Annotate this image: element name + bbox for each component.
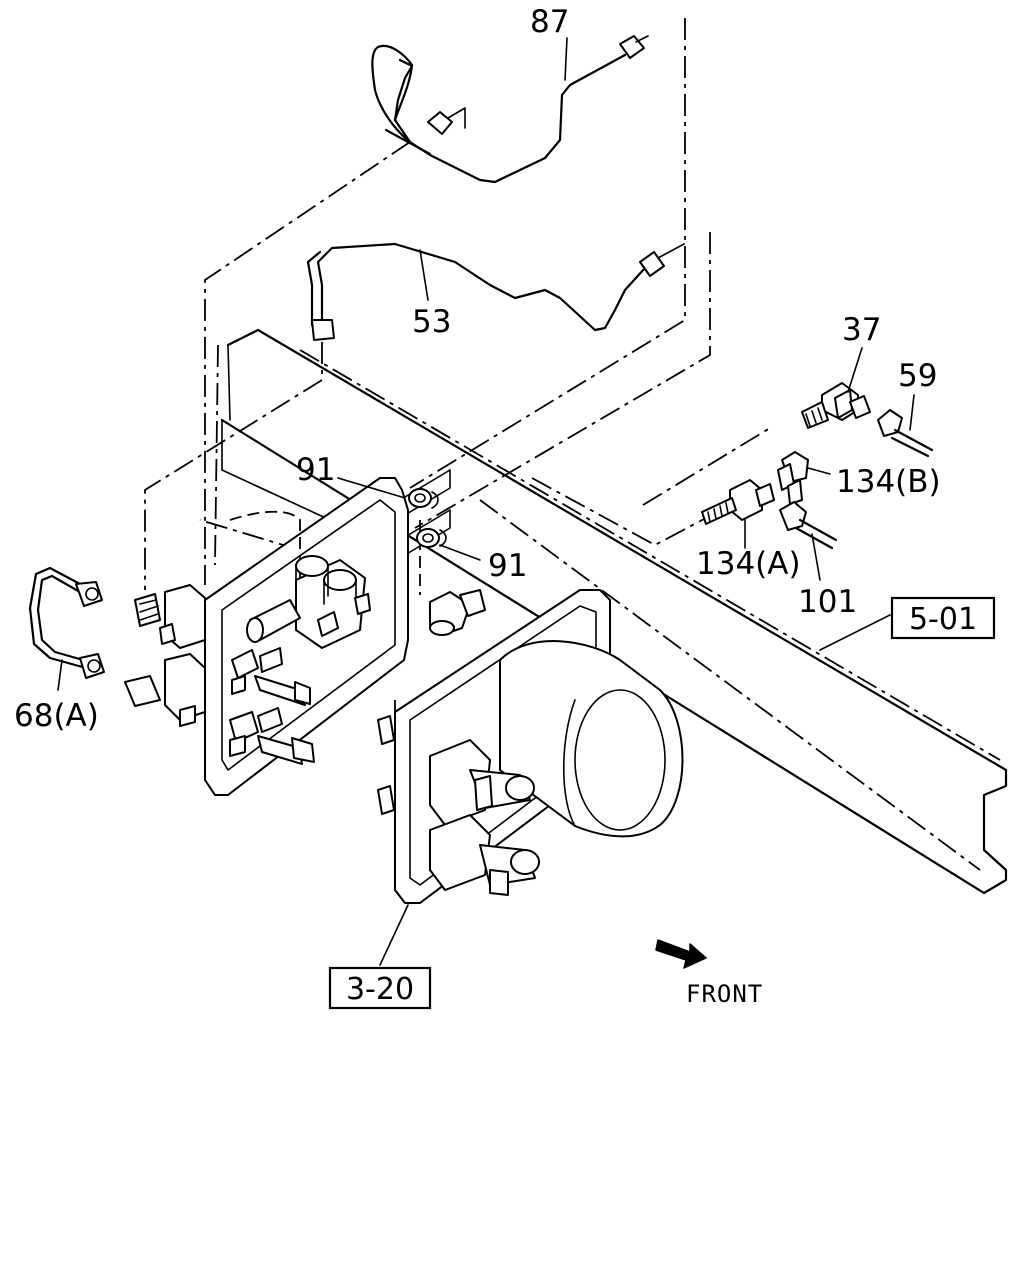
- label-101: 101: [798, 584, 857, 620]
- label-53: 53: [412, 304, 451, 340]
- part-101: [779, 501, 838, 581]
- left-valve-assembly: [124, 477, 486, 796]
- frame-rail: [214, 328, 1008, 895]
- assembly-lines: [144, 18, 771, 595]
- ref-label-3-20: 3-20: [346, 972, 414, 1007]
- pipe-68a: [28, 566, 105, 691]
- label-87: 87: [530, 4, 569, 40]
- label-134b: 134(B): [836, 464, 941, 500]
- label-59: 59: [898, 358, 937, 394]
- part-59: [877, 394, 934, 458]
- fitting-134b: [777, 451, 831, 505]
- right-valve-assembly: [377, 589, 684, 904]
- connector-37: [801, 382, 871, 429]
- pipe-53: [306, 242, 685, 341]
- part-labels: 87 53 37 59 91 91 134(B) 134(A) 101 68(A…: [14, 4, 941, 734]
- label-91-lower: 91: [488, 548, 527, 584]
- front-direction: FRONT: [655, 939, 763, 1008]
- label-37: 37: [842, 312, 881, 348]
- ref-label-5-01: 5-01: [909, 602, 977, 637]
- reference-5-01: 5-01: [890, 596, 996, 640]
- label-134a: 134(A): [696, 546, 801, 582]
- label-91-upper: 91: [296, 452, 335, 488]
- fitting-134a: [701, 479, 775, 549]
- label-68a: 68(A): [14, 698, 99, 734]
- reference-3-20: 3-20: [328, 966, 432, 1010]
- leader-lines: [337, 37, 863, 966]
- front-arrow-icon: [655, 939, 707, 969]
- pipe-87: [371, 35, 649, 184]
- front-label: FRONT: [686, 980, 763, 1008]
